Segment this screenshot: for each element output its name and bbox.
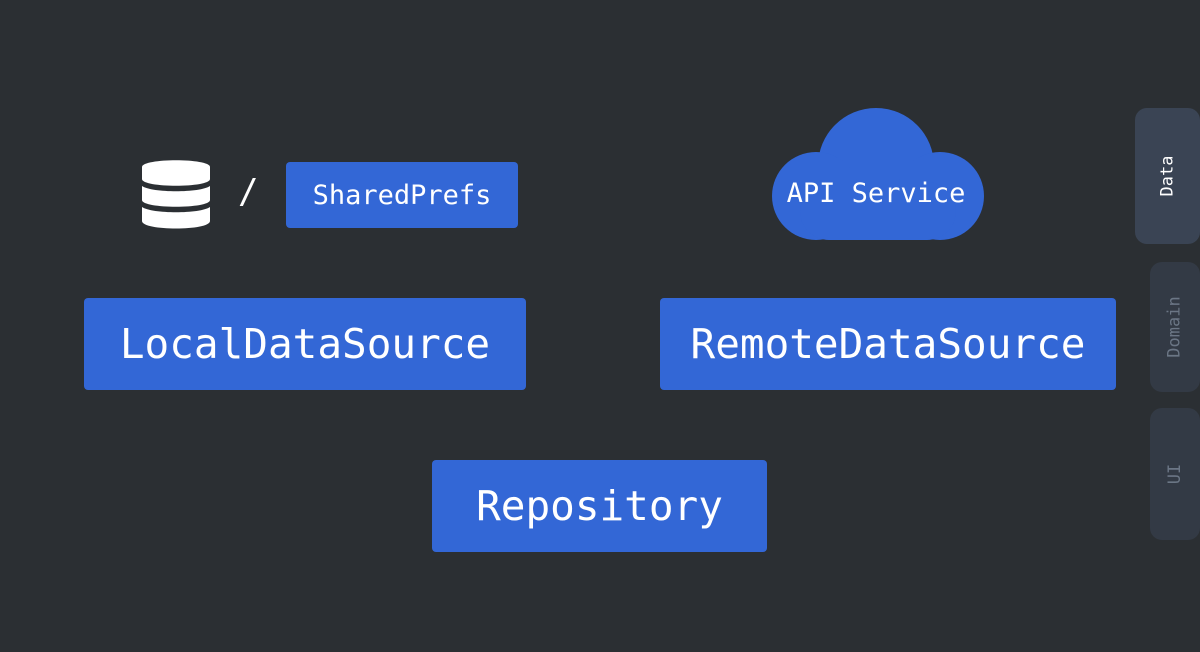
local-data-source-box: LocalDataSource	[84, 298, 526, 390]
layer-tab-ui-label: UI	[1164, 463, 1185, 485]
layer-tab-domain-label: Domain	[1165, 296, 1186, 358]
layer-tab-data[interactable]: Data	[1135, 108, 1200, 244]
shared-prefs-box: SharedPrefs	[286, 162, 518, 228]
storage-separator: /	[238, 172, 259, 212]
layer-tab-ui[interactable]: UI	[1150, 408, 1200, 540]
layer-tab-domain[interactable]: Domain	[1150, 262, 1200, 392]
layer-tab-data-label: Data	[1157, 155, 1178, 197]
repository-box: Repository	[432, 460, 767, 552]
remote-data-source-box: RemoteDataSource	[660, 298, 1116, 390]
database-icon	[142, 160, 210, 229]
api-service-label: API Service	[786, 178, 966, 209]
cloud-icon	[772, 108, 984, 240]
